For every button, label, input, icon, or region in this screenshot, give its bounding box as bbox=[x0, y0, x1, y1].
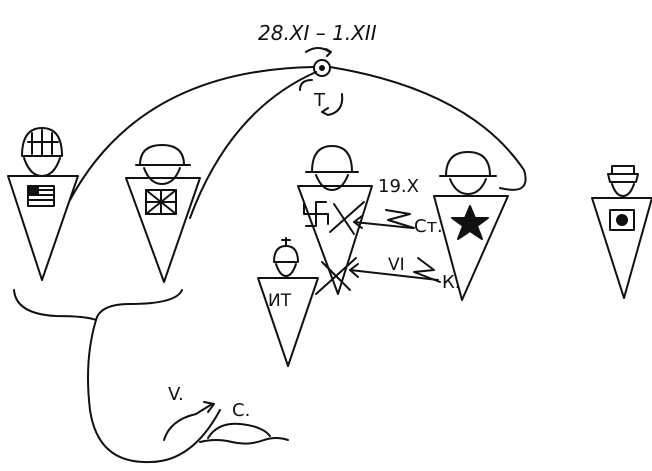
date-range-label: 28.XI – 1.XII bbox=[258, 21, 377, 45]
city-kursk-label: К. bbox=[442, 272, 461, 293]
ussr-face bbox=[450, 179, 486, 194]
tehran-conference: 28.XI – 1.XII T bbox=[258, 21, 377, 115]
uk-figure bbox=[126, 145, 200, 282]
italy-face bbox=[276, 264, 296, 276]
allies-brace: V. С. bbox=[14, 290, 288, 462]
japan-cap bbox=[612, 166, 634, 174]
star-icon bbox=[452, 206, 488, 239]
date-arrowhead bbox=[326, 49, 331, 56]
germany-helmet bbox=[312, 146, 352, 172]
usa-pennant bbox=[8, 176, 78, 280]
us-flag-icon bbox=[28, 186, 54, 206]
germany-face bbox=[316, 175, 348, 190]
uk-pennant bbox=[126, 178, 200, 282]
italy-figure: ИТ bbox=[258, 238, 318, 366]
sea-waves bbox=[200, 438, 288, 444]
month-kursk-label: VI bbox=[388, 255, 405, 275]
italy-label: ИТ bbox=[268, 291, 292, 311]
invasion-arrow bbox=[88, 320, 220, 462]
conference-dot bbox=[320, 66, 324, 70]
arc-ussr bbox=[330, 67, 526, 190]
union-jack-icon bbox=[146, 190, 176, 214]
rotation-arrow-top bbox=[300, 80, 312, 90]
japan-pennant bbox=[592, 198, 652, 298]
rotation-arrow-bottom bbox=[322, 94, 342, 115]
kursk-offensive: VI К. bbox=[350, 255, 461, 293]
sicily-island bbox=[208, 424, 270, 438]
usa-helmet-net bbox=[28, 130, 58, 156]
japan-figure bbox=[592, 166, 652, 298]
italy-plume bbox=[282, 238, 290, 246]
japan-cap-visor bbox=[608, 174, 638, 182]
conference-letter: T bbox=[313, 90, 326, 111]
uk-helmet bbox=[140, 145, 184, 165]
ussr-helmet bbox=[446, 152, 490, 176]
city-stalingrad-label: Ст. bbox=[414, 216, 443, 237]
italy-helmet bbox=[274, 246, 298, 262]
month-sicily-label: V. bbox=[168, 384, 184, 405]
arc-usa bbox=[70, 67, 314, 200]
swastika-icon bbox=[304, 202, 328, 226]
usa-face bbox=[24, 158, 60, 176]
rising-sun-icon bbox=[610, 210, 634, 230]
brace bbox=[14, 290, 182, 320]
city-sicily-label: С. bbox=[232, 400, 250, 421]
arc-uk bbox=[190, 72, 316, 218]
date-stalingrad-label: 19.X bbox=[378, 176, 419, 197]
usa-figure bbox=[8, 128, 78, 280]
uk-face bbox=[144, 168, 180, 184]
japan-face bbox=[612, 184, 634, 196]
